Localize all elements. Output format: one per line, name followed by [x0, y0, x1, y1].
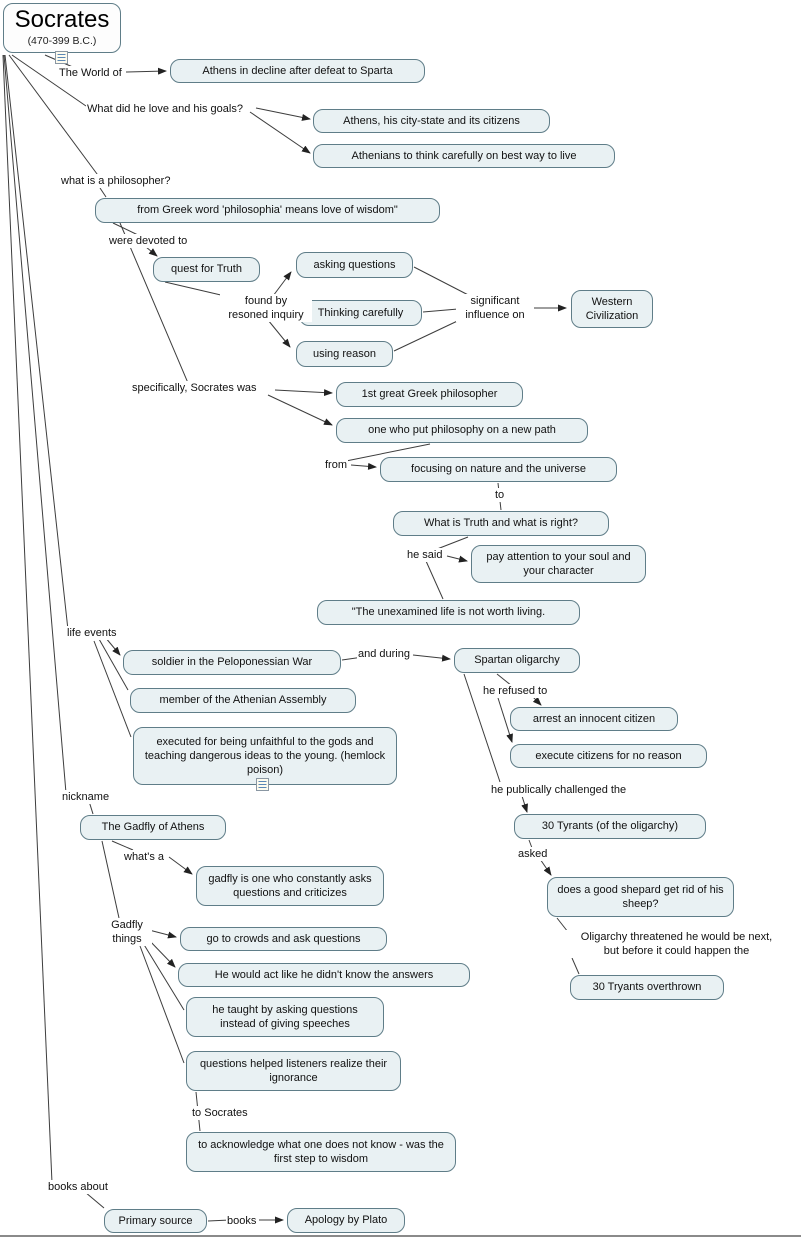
- label-significant-influence[interactable]: significant influence on: [456, 294, 534, 323]
- node-athens-decline[interactable]: Athens in decline after defeat to Sparta: [170, 59, 425, 83]
- map-subtitle: (470-399 B.C.): [27, 34, 97, 47]
- node-arrest-citizen[interactable]: arrest an innocent citizen: [510, 707, 678, 731]
- label-love-and-goals[interactable]: What did he love and his goals?: [86, 102, 244, 117]
- label-to-socrates[interactable]: to Socrates: [191, 1106, 249, 1121]
- label-found-by-inquiry[interactable]: found by resoned inquiry: [220, 294, 312, 323]
- node-primary-source[interactable]: Primary source: [104, 1209, 207, 1233]
- node-thinking-carefully[interactable]: Thinking carefully: [299, 300, 422, 326]
- node-what-is-truth[interactable]: What is Truth and what is right?: [393, 511, 609, 536]
- node-acknowledge[interactable]: to acknowledge what one does not know - …: [186, 1132, 456, 1172]
- label-he-refused-to[interactable]: he refused to: [482, 684, 549, 699]
- map-title: Socrates: [14, 6, 110, 34]
- label-from[interactable]: from: [324, 458, 348, 473]
- node-soldier[interactable]: soldier in the Peloponessian War: [123, 650, 341, 675]
- node-using-reason[interactable]: using reason: [296, 341, 393, 367]
- node-executed[interactable]: executed for being unfaithful to the god…: [133, 727, 397, 785]
- label-specifically[interactable]: specifically, Socrates was: [131, 381, 258, 396]
- node-athenians-think[interactable]: Athenians to think carefully on best way…: [313, 144, 615, 168]
- node-gadfly-of-athens[interactable]: The Gadfly of Athens: [80, 815, 226, 840]
- node-questions-helped[interactable]: questions helped listeners realize their…: [186, 1051, 401, 1091]
- label-publically-challenged[interactable]: he publically challenged the: [490, 783, 628, 798]
- node-apology-by-plato[interactable]: Apology by Plato: [287, 1208, 405, 1233]
- label-books-about[interactable]: books about: [47, 1180, 109, 1195]
- node-act-like[interactable]: He would act like he didn't know the ans…: [178, 963, 470, 987]
- node-quest-for-truth[interactable]: quest for Truth: [153, 257, 260, 282]
- node-execute-citizens[interactable]: execute citizens for no reason: [510, 744, 707, 768]
- node-western-civilization[interactable]: Western Civilization: [571, 290, 653, 328]
- node-shepard-question[interactable]: does a good shepard get rid of his sheep…: [547, 877, 734, 917]
- label-whats-a[interactable]: what's a: [123, 850, 166, 865]
- label-what-is-philosopher[interactable]: what is a philosopher?: [60, 174, 172, 189]
- node-taught-by-questions[interactable]: he taught by asking questions instead of…: [186, 997, 384, 1037]
- node-thirty-tyrants[interactable]: 30 Tyrants (of the oligarchy): [514, 814, 706, 839]
- label-asked[interactable]: asked: [517, 847, 549, 862]
- node-spartan-oligarchy[interactable]: Spartan oligarchy: [454, 648, 580, 673]
- label-were-devoted-to[interactable]: were devoted to: [108, 234, 189, 249]
- label-to[interactable]: to: [494, 488, 506, 503]
- node-gadfly-definition[interactable]: gadfly is one who constantly asks questi…: [196, 866, 384, 906]
- label-the-world-of[interactable]: The World of: [58, 66, 123, 81]
- node-athens-citystate[interactable]: Athens, his city-state and its citizens: [313, 109, 550, 133]
- label-life-events[interactable]: life events: [66, 626, 118, 641]
- node-greek-word[interactable]: from Greek word 'philosophia' means love…: [95, 198, 440, 223]
- label-he-said[interactable]: he said: [406, 548, 444, 563]
- node-socrates[interactable]: Socrates (470-399 B.C.): [3, 3, 121, 53]
- node-first-great-philosopher[interactable]: 1st great Greek philosopher: [336, 382, 523, 407]
- window-bottom-edge: [0, 1235, 801, 1237]
- label-and-during[interactable]: and during: [357, 647, 411, 662]
- node-new-path[interactable]: one who put philosophy on a new path: [336, 418, 588, 443]
- node-unexamined-life[interactable]: "The unexamined life is not worth living…: [317, 600, 580, 625]
- node-go-to-crowds[interactable]: go to crowds and ask questions: [180, 927, 387, 951]
- node-asking-questions[interactable]: asking questions: [296, 252, 413, 278]
- resource-link-icon[interactable]: [256, 778, 269, 791]
- node-pay-attention[interactable]: pay attention to your soul and your char…: [471, 545, 646, 583]
- label-gadfly-things[interactable]: Gadfly things: [102, 918, 152, 947]
- node-tyrants-overthrown[interactable]: 30 Tryants overthrown: [570, 975, 724, 1000]
- node-athenian-assembly[interactable]: member of the Athenian Assembly: [130, 688, 356, 713]
- label-nickname[interactable]: nickname: [61, 790, 111, 805]
- label-books[interactable]: books: [226, 1214, 258, 1229]
- node-focusing-nature[interactable]: focusing on nature and the universe: [380, 457, 617, 482]
- label-oligarchy-threatened[interactable]: Oligarchy threatened he would be next, b…: [553, 930, 800, 959]
- resource-link-icon[interactable]: [55, 51, 68, 64]
